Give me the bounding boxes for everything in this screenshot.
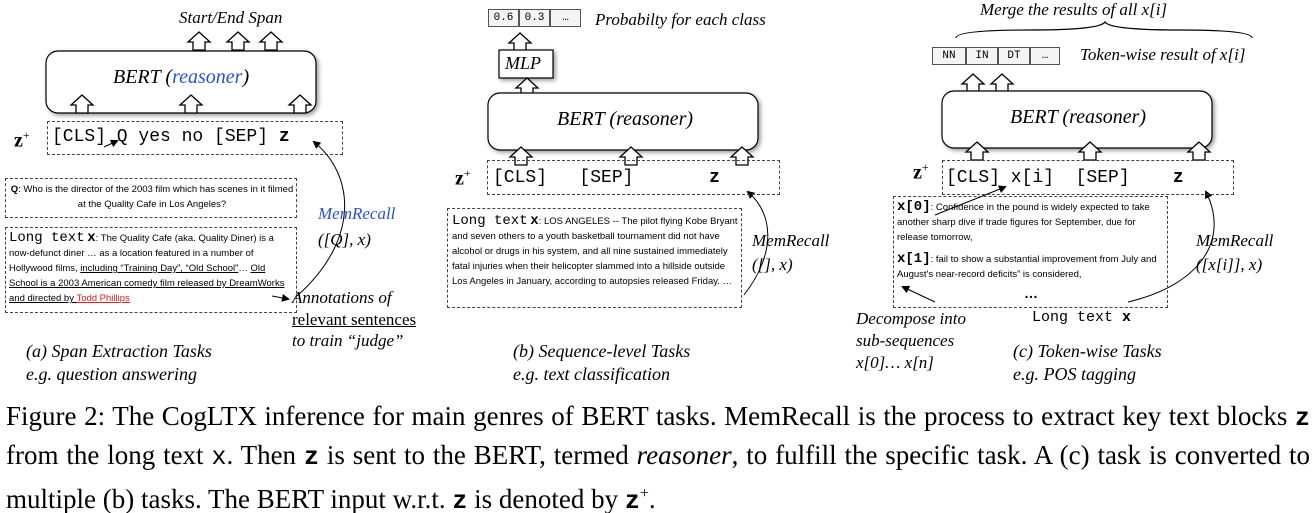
memrecall-curve-c [1127, 190, 1215, 303]
bert-box-a [45, 50, 317, 114]
bert-box-c [941, 90, 1213, 149]
diagram-graphics [45, 20, 1253, 303]
up-arrow-icon [226, 31, 250, 51]
input-box-b [487, 160, 780, 195]
memrecall-label-a: MemRecall [318, 204, 396, 223]
question-box [5, 178, 297, 218]
annotation-line3: to train “judge” [292, 331, 404, 350]
up-arrow-icon [990, 73, 1014, 93]
memrecall-curve-b [743, 190, 769, 296]
panel-c-graphics [901, 20, 1253, 303]
ellipsis-c: … [1024, 285, 1038, 301]
up-arrow-icon [259, 31, 283, 51]
panel-c-example: e.g. POS tagging [1013, 364, 1136, 384]
long-text-label-c: Long text x [1032, 309, 1132, 326]
panel-b-caption: (b) Sequence-level Tasks [513, 341, 691, 361]
figure-caption: Figure 2: The CogLTX inference for main … [6, 401, 1311, 513]
prob-label: Probabilty for each class [595, 10, 766, 29]
long-text-box-b [447, 208, 742, 308]
panel-c-caption: (c) Token-wise Tasks [1013, 341, 1162, 361]
input-box-c [942, 160, 1234, 195]
input-box-a [47, 121, 343, 155]
decompose-line1: Decompose into [856, 309, 967, 328]
decompose-arrow-c [901, 285, 936, 303]
up-arrow-icon [187, 31, 211, 51]
x0-arrow-c [934, 185, 1007, 216]
bert-label-c: BERT (reasoner) [1010, 106, 1147, 128]
prob-cells: 0.6 0.3 … [488, 9, 581, 27]
bert-label-a: BERT (reasoner) [113, 66, 250, 88]
span-output-label: Start/End Span [179, 8, 283, 27]
decompose-line2: sub-sequences [856, 331, 955, 350]
input-seq-a: [CLS] Q yes no [SEP] z [52, 127, 290, 147]
up-arrow-icon [961, 73, 985, 93]
tag-cell: … [1030, 47, 1060, 65]
question-text: Q: Who is the director of the 2003 film … [10, 184, 294, 210]
zplus-label-c: z+ [913, 160, 929, 184]
input-seq-c: [CLS] x[i] [SEP] z [946, 168, 1184, 188]
memrecall-label-c: MemRecall [1196, 231, 1274, 250]
tag-cell: DT [998, 47, 1030, 65]
prob-cell: 0.3 [519, 9, 550, 27]
annotation-line2: relevant sentences [292, 310, 417, 329]
prob-cell: … [550, 9, 581, 27]
long-text-b: Long text x: LOS ANGELES -- The pilot fl… [452, 213, 738, 288]
decompose-line3: x[0]… x[n] [856, 353, 934, 372]
tag-cells: NN IN DT … [932, 47, 1060, 65]
tag-cell: NN [932, 47, 966, 65]
memrecall-curve-a [296, 140, 346, 297]
panel-a-caption: (a) Span Extraction Tasks [26, 341, 212, 361]
mlp-label: MLP [505, 53, 541, 73]
long-text-a: Long text x: The Quality Cafe (aka. Qual… [9, 230, 285, 305]
memrecall-args-b: ([], x) [752, 255, 793, 274]
memrecall-args-a: ([Q], x) [318, 230, 371, 249]
input-seq-b: [CLS] [SEP] z [493, 168, 720, 188]
prob-cell: 0.6 [488, 9, 519, 27]
bert-box-b [487, 92, 759, 151]
up-arrow-icon [508, 32, 532, 52]
cls-arrow-a [103, 139, 119, 148]
panel-a-graphics [45, 31, 346, 302]
tag-cell: IN [966, 47, 998, 65]
merge-brace [955, 20, 1253, 39]
annotation-line1: Annotations of [292, 288, 392, 307]
merge-label: Merge the results of all x[i] [980, 0, 1168, 19]
memrecall-args-c: ([x[i]], x) [1196, 255, 1263, 274]
annotation-arrow-a [271, 293, 290, 302]
panel-a-example: e.g. question answering [26, 364, 197, 384]
long-text-box-c [893, 196, 1168, 308]
panel-b-example: e.g. text classification [513, 364, 670, 384]
mlp-box [498, 49, 554, 79]
bert-label-b: BERT (reasoner) [557, 108, 694, 130]
zplus-label-a: z+ [14, 128, 30, 152]
zplus-label-b: z+ [455, 166, 471, 190]
panel-b-graphics [487, 32, 769, 296]
x0-text: x[0]: Confidence in the pound is widely … [897, 199, 1150, 244]
long-text-box-a [5, 227, 297, 313]
x1-text: x[1]: fail to show a substantial improve… [897, 251, 1157, 281]
tags-label: Token-wise result of x[i] [1080, 45, 1246, 64]
memrecall-label-b: MemRecall [752, 231, 830, 250]
